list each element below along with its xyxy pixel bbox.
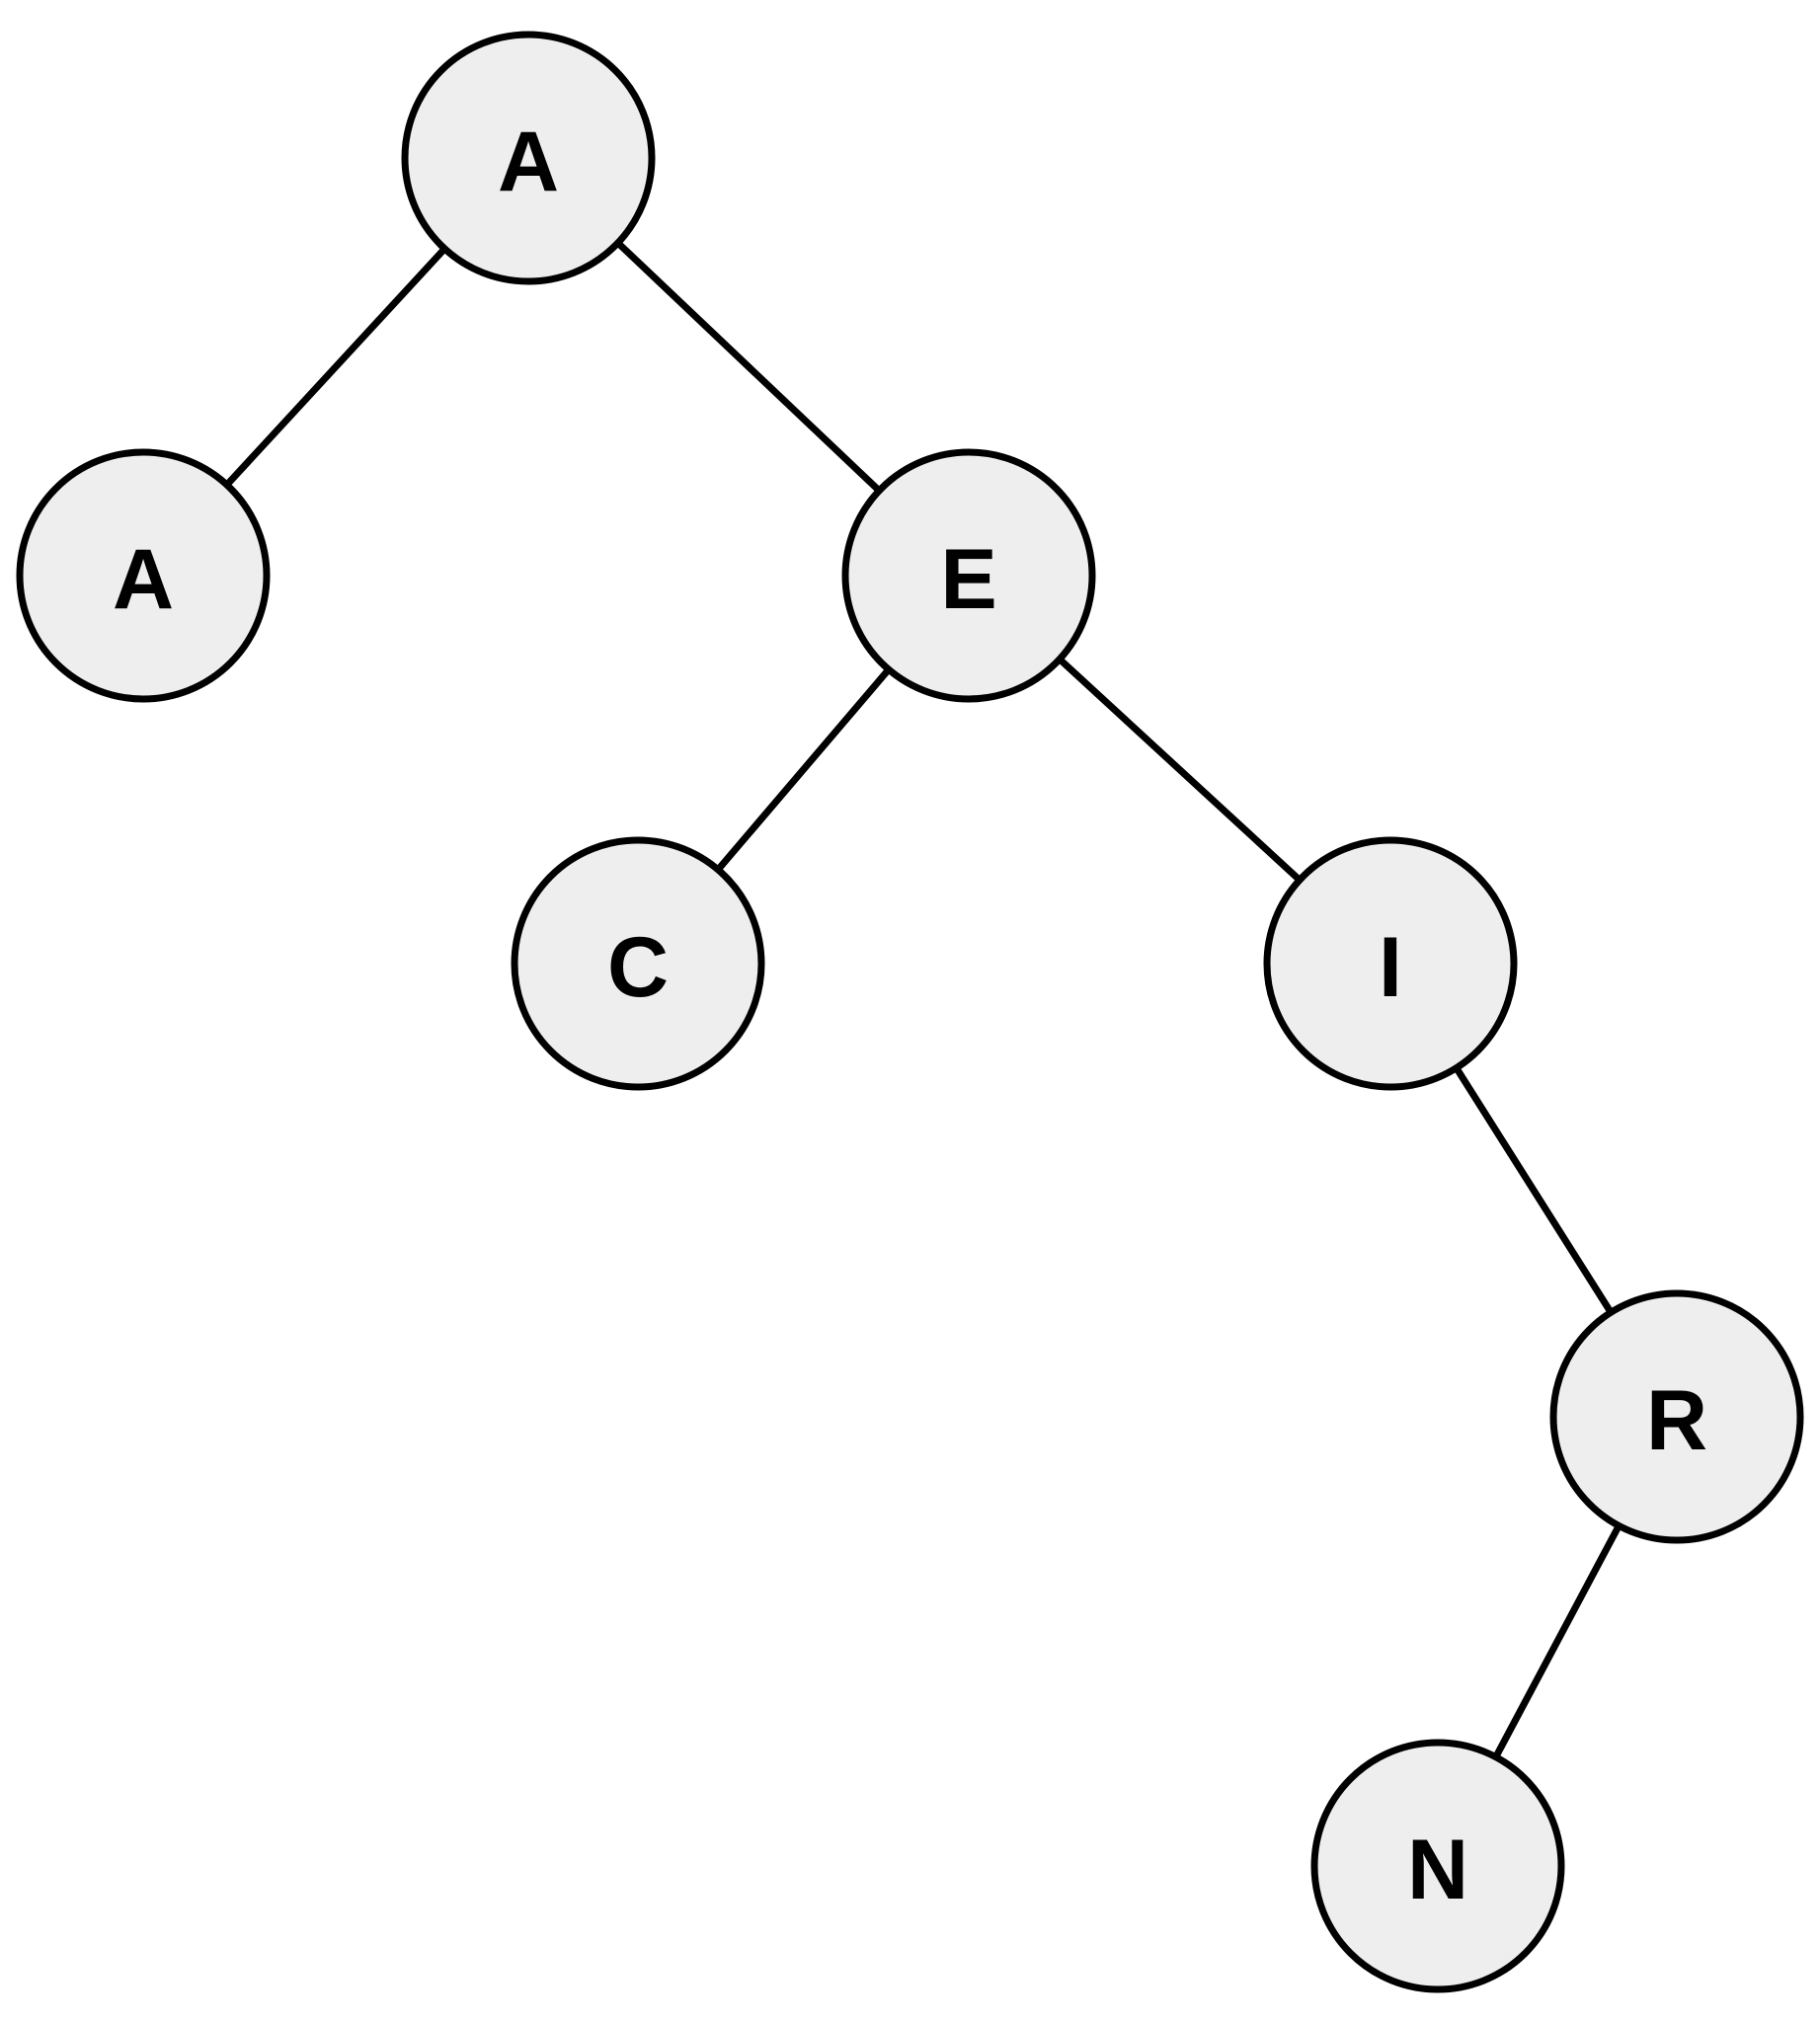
node-label-root-right: E bbox=[940, 532, 996, 627]
tree-node-root-right: E bbox=[841, 448, 1096, 703]
node-label-i-right: R bbox=[1646, 1373, 1707, 1468]
node-label-e-right: I bbox=[1379, 920, 1402, 1015]
edge-root-right-to-e-right bbox=[1056, 656, 1304, 884]
edge-i-right-to-r-left bbox=[1492, 1521, 1622, 1761]
node-circle-root-right bbox=[841, 448, 1096, 703]
tree-node-root-left: A bbox=[16, 448, 271, 703]
node-circle-e-left bbox=[511, 836, 765, 1091]
node-circle-r-left bbox=[1310, 1739, 1565, 1993]
tree-edges bbox=[223, 239, 1622, 1761]
node-label-e-left: C bbox=[607, 920, 669, 1015]
edge-root-to-root-right bbox=[614, 239, 883, 495]
node-circle-root-left bbox=[16, 448, 271, 703]
tree-node-e-right: I bbox=[1263, 836, 1518, 1091]
tree-node-e-left: C bbox=[511, 836, 765, 1091]
node-circle-root bbox=[401, 31, 656, 285]
tree-node-r-left: N bbox=[1310, 1739, 1565, 1993]
node-label-r-left: N bbox=[1407, 1823, 1468, 1917]
tree-nodes: A A E C I R N bbox=[16, 31, 1804, 1993]
tree-node-root: A bbox=[401, 31, 656, 285]
edge-root-to-root-left bbox=[223, 245, 448, 489]
node-circle-e-right bbox=[1263, 836, 1518, 1091]
tree-node-i-right: R bbox=[1549, 1289, 1804, 1544]
node-label-root: A bbox=[498, 115, 559, 209]
edge-root-right-to-e-left bbox=[714, 665, 893, 874]
edge-e-right-to-i-right bbox=[1453, 1064, 1615, 1316]
node-label-root-left: A bbox=[113, 532, 174, 627]
node-circle-i-right bbox=[1549, 1289, 1804, 1544]
